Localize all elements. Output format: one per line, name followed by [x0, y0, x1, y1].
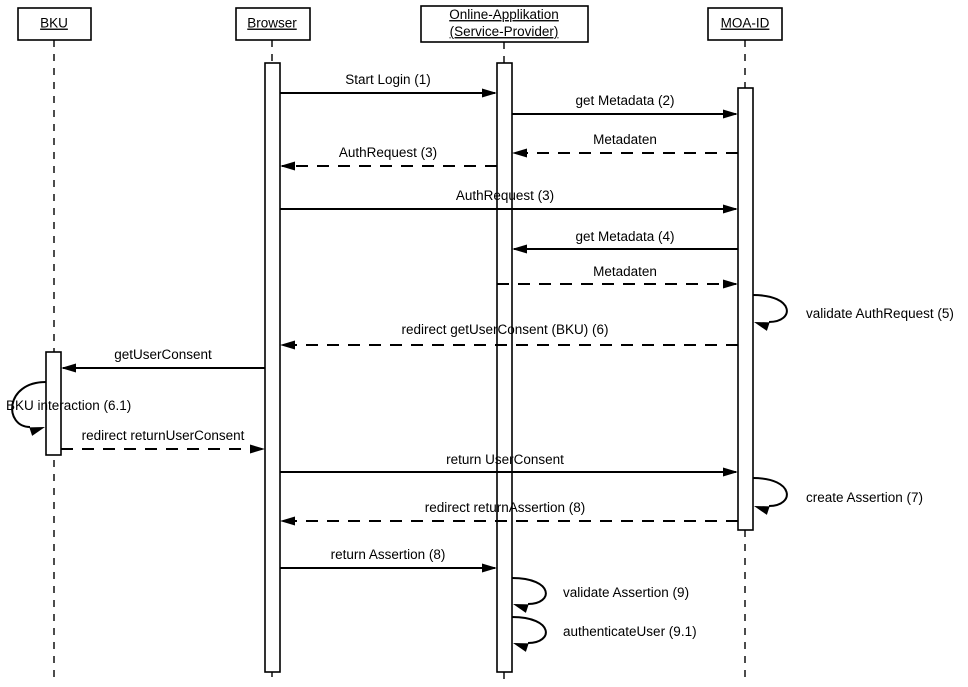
message-m12: redirect returnAssertion (8): [280, 500, 738, 526]
lifeline-title-browser: Browser: [247, 16, 297, 31]
message-m9: getUserConsent: [61, 347, 265, 373]
message-label-m10: redirect returnUserConsent: [82, 428, 245, 443]
self-message-label-s4: validate Assertion (9): [563, 585, 689, 600]
message-m10: redirect returnUserConsent: [61, 428, 265, 454]
activation-bar-oa: [496, 62, 513, 673]
message-arrowhead-m12: [280, 516, 295, 526]
self-message-label-s3: create Assertion (7): [806, 490, 923, 505]
message-arrowhead-m8: [280, 340, 295, 350]
self-message-loop-s5: [511, 616, 547, 644]
message-label-m4: AuthRequest (3): [339, 145, 437, 160]
message-m2: get Metadata (2): [512, 93, 738, 119]
self-message-arrowhead-s3: [754, 506, 770, 515]
lifeline-heads-layer: BKU Browser Online-Applikation (Service-Pro…: [17, 5, 783, 43]
message-arrowhead-m3: [512, 148, 527, 158]
message-label-m9: getUserConsent: [114, 347, 212, 362]
lifeline-head-box-browser: [235, 7, 311, 41]
message-label-m2: get Metadata (2): [575, 93, 674, 108]
self-message-s2: BKU interaction (6.1): [6, 381, 131, 436]
message-arrowhead-m1: [482, 88, 497, 98]
message-label-m13: return Assertion (8): [331, 547, 446, 562]
message-m11: return UserConsent: [280, 452, 738, 477]
message-m8: redirect getUserConsent (BKU) (6): [280, 322, 738, 350]
self-message-label-s1: validate AuthRequest (5): [806, 306, 954, 321]
self-message-s1: validate AuthRequest (5): [752, 294, 954, 331]
self-message-arrowhead-s4: [513, 604, 529, 613]
message-label-m7: Metadaten: [593, 264, 657, 279]
lifeline-head-bku[interactable]: BKU: [17, 7, 92, 41]
message-label-m6: get Metadata (4): [575, 229, 674, 244]
self-message-arrowhead-s2: [29, 427, 45, 436]
message-arrowhead-m6: [512, 244, 527, 254]
lifeline-title-moaid: MOA-ID: [721, 16, 770, 31]
self-message-s5: authenticateUser (9.1): [511, 616, 697, 652]
self-message-s4: validate Assertion (9): [511, 577, 689, 613]
message-label-m3: Metadaten: [593, 132, 657, 147]
message-arrowhead-m2: [723, 109, 738, 119]
message-m7: Metadaten: [497, 264, 738, 289]
self-message-arrowhead-s5: [513, 643, 529, 652]
lifeline-head-oa[interactable]: Online-Applikation (Service-Provider): [420, 5, 589, 43]
message-arrowhead-m9: [61, 363, 76, 373]
message-arrowhead-m7: [723, 279, 738, 289]
message-arrowhead-m10: [250, 444, 265, 454]
self-message-arrowhead-s1: [754, 322, 770, 331]
self-message-label-s5: authenticateUser (9.1): [563, 624, 697, 639]
message-label-m5: AuthRequest (3): [456, 188, 554, 203]
message-m13: return Assertion (8): [280, 547, 497, 573]
message-m5: AuthRequest (3): [280, 188, 738, 214]
self-messages-layer: validate AuthRequest (5) BKU interaction …: [6, 294, 954, 652]
activation-bars-layer: [45, 62, 754, 673]
activation-bar-moaid: [737, 87, 754, 531]
lifeline-head-browser[interactable]: Browser: [235, 7, 311, 41]
lifeline-head-box-moaid: [707, 7, 783, 41]
self-message-loop-s3: [752, 477, 788, 507]
self-message-loop-s4: [511, 577, 547, 605]
lifeline-title-bku: BKU: [40, 16, 68, 31]
message-arrowhead-m13: [482, 563, 497, 573]
message-label-m1: Start Login (1): [345, 72, 431, 87]
message-arrowhead-m5: [723, 204, 738, 214]
self-message-label-s2: BKU interaction (6.1): [6, 398, 131, 413]
message-label-m11: return UserConsent: [446, 452, 564, 467]
activation-bar-browser: [264, 62, 281, 673]
message-label-m12: redirect returnAssertion (8): [425, 500, 586, 515]
message-m6: get Metadata (4): [512, 229, 738, 254]
messages-layer: Start Login (1) get Metadata (2) Metadaten…: [61, 72, 738, 573]
self-message-loop-s1: [752, 294, 788, 323]
message-arrowhead-m11: [723, 467, 738, 477]
activation-bar-bku: [45, 351, 62, 456]
lifeline-head-box-oa: [420, 5, 589, 43]
message-m3: Metadaten: [512, 132, 738, 158]
lifeline-title-oa: Online-Applikation: [449, 7, 559, 22]
lifeline-head-box-bku: [17, 7, 92, 41]
message-m1: Start Login (1): [280, 72, 497, 98]
message-label-m8: redirect getUserConsent (BKU) (6): [401, 322, 608, 337]
message-m4: AuthRequest (3): [280, 145, 497, 171]
lifeline-head-moaid[interactable]: MOA-ID: [707, 7, 783, 41]
lifeline-title-oa: (Service-Provider): [450, 24, 559, 39]
self-message-loop-s2: [11, 381, 47, 428]
message-arrowhead-m4: [280, 161, 295, 171]
self-message-s3: create Assertion (7): [752, 477, 923, 515]
